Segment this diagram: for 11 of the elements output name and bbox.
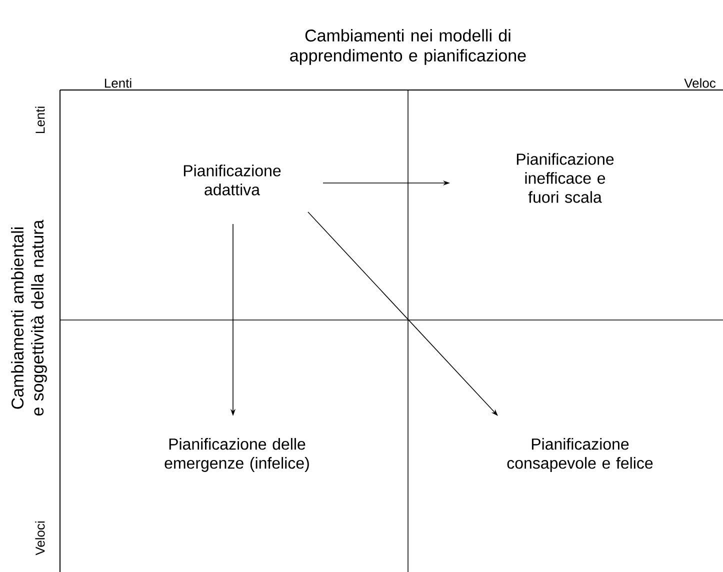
title-text: Cambiamenti nei modelli di apprendimento e pianificazione [290, 29, 526, 65]
quadrant-text: Pianificazione inefficace e fuori scala [516, 153, 614, 203]
axis-tick-label: Lenti [104, 78, 132, 88]
axis-tick-label: Veloc [684, 78, 716, 88]
axis-tick-label: Veloci [35, 522, 45, 556]
quadrant-text: Pianificazione adattiva [184, 164, 281, 196]
quadrant-text: Pianificazione consapevole e felice [507, 438, 653, 472]
axis-title: Cambiamenti ambientali e soggettività della natura [11, 220, 47, 416]
quadrant-text: Pianificazione delle emergenze (infelice) [164, 438, 309, 472]
arrow [308, 212, 498, 416]
axis-tick-label: Lenti [35, 106, 45, 134]
